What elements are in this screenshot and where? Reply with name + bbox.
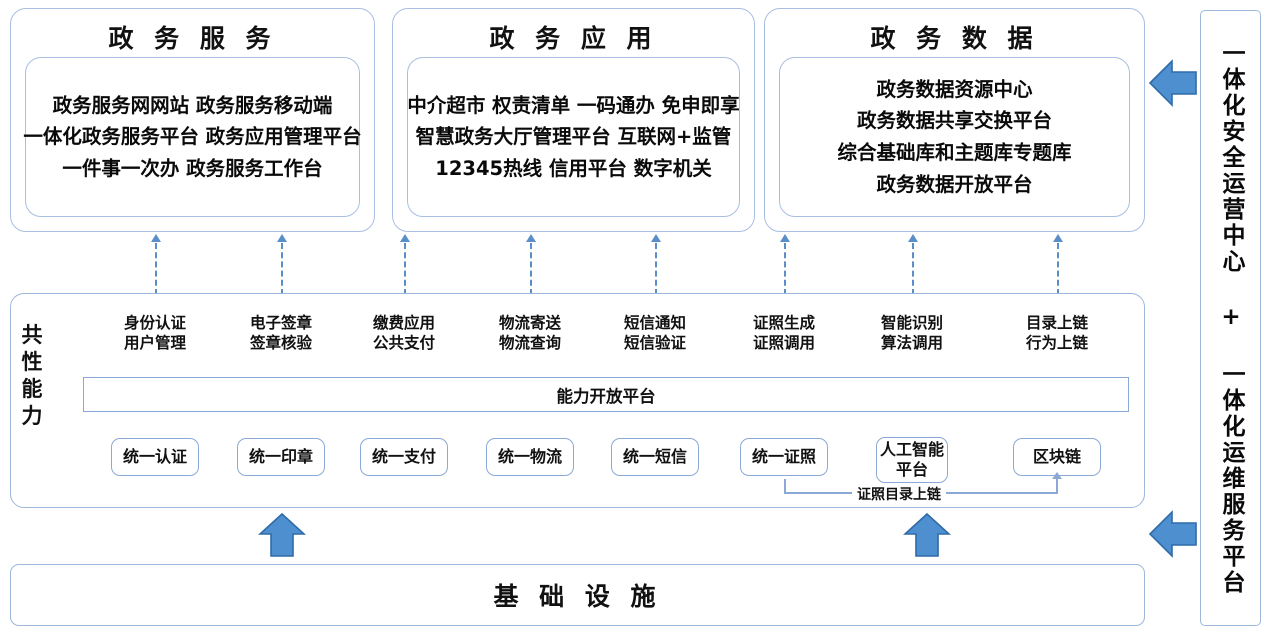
capability-box-label: 统一证照 bbox=[751, 447, 816, 467]
infrastructure-label: 基 础 设 施 bbox=[493, 582, 662, 611]
common-capability-label: 共性能力 bbox=[21, 323, 43, 428]
capability-column-head-line: 短信通知 bbox=[623, 314, 687, 332]
capability-box-label: 统一短信 bbox=[622, 447, 687, 467]
capability-column-head-line: 用户管理 bbox=[123, 334, 187, 353]
dashed-up-arrow-icon bbox=[651, 234, 661, 242]
dashed-up-arrow-icon bbox=[404, 243, 406, 295]
dashed-up-arrow-icon bbox=[655, 243, 657, 295]
group-body: 政务数据资源中心 政务数据共享交换平台 综合基础库和主题库专题库 政务数据开放平… bbox=[779, 57, 1130, 217]
fat-left-arrow-icon bbox=[1148, 510, 1197, 558]
fat-left-arrow-icon bbox=[1148, 59, 1197, 107]
dashed-up-arrow-icon bbox=[530, 243, 532, 295]
capability-column-head: 缴费应用公共支付 bbox=[373, 313, 435, 353]
group-body: 中介超市 权责清单 一码通办 免申即享 智慧政务大厅管理平台 互联网+监管 12… bbox=[407, 57, 740, 217]
capability-box-label: 统一认证 bbox=[122, 447, 187, 467]
group-government-application: 政 务 应 用 中介超市 权责清单 一码通办 免申即享 智慧政务大厅管理平台 互… bbox=[392, 8, 755, 232]
capability-column-head: 智能识别算法调用 bbox=[881, 313, 943, 353]
group-body: 政务服务网网站 政务服务移动端 一体化政务服务平台 政务应用管理平台 一件事一次… bbox=[23, 57, 362, 217]
group-government-data: 政 务 数 据 政务数据资源中心 政务数据共享交换平台 综合基础库和主题库专题库… bbox=[764, 8, 1145, 232]
capability-box[interactable]: 统一认证 bbox=[111, 438, 199, 476]
fat-up-arrow-icon bbox=[258, 512, 306, 557]
group-item: 综合基础库和主题库专题库 bbox=[837, 141, 1072, 164]
capability-column-head-line: 物流查询 bbox=[498, 334, 562, 353]
capability-column-head-line: 物流寄送 bbox=[498, 314, 562, 332]
dashed-up-arrow-icon bbox=[281, 243, 283, 295]
group-item: 智慧政务大厅管理平台 互联网+监管 bbox=[415, 125, 732, 149]
capability-box[interactable]: 统一印章 bbox=[237, 438, 325, 476]
group-item: 中介超市 权责清单 一码通办 免申即享 bbox=[407, 93, 740, 117]
capability-column-head-line: 公共支付 bbox=[372, 334, 436, 353]
capability-box-label: 统一印章 bbox=[248, 447, 313, 467]
group-item: 一体化政务服务平台 政务应用管理平台 bbox=[23, 125, 362, 149]
dashed-up-arrow-icon bbox=[780, 234, 790, 242]
capability-box[interactable]: 统一物流 bbox=[486, 438, 574, 476]
connector-arrow-icon bbox=[1052, 472, 1062, 479]
infrastructure-panel: 基 础 设 施 bbox=[10, 564, 1145, 626]
capability-column-head-line: 目录上链 bbox=[1025, 314, 1089, 332]
capability-box[interactable]: 人工智能平台 bbox=[876, 437, 948, 483]
capability-column-head: 电子签章签章核验 bbox=[250, 313, 312, 353]
group-title: 政 务 应 用 bbox=[489, 24, 658, 53]
capability-column-head-line: 证照调用 bbox=[752, 334, 816, 353]
capability-column-head: 证照生成证照调用 bbox=[753, 313, 815, 353]
dashed-up-arrow-icon bbox=[400, 234, 410, 242]
capability-column-head-line: 短信验证 bbox=[623, 334, 687, 353]
group-government-service: 政 务 服 务 政务服务网网站 政务服务移动端 一体化政务服务平台 政务应用管理… bbox=[10, 8, 375, 232]
capability-column-head: 目录上链行为上链 bbox=[1026, 313, 1088, 353]
capability-box-label: 人工智能 bbox=[879, 440, 944, 460]
group-title: 政 务 服 务 bbox=[108, 24, 277, 53]
capability-column-head-line: 身份认证 bbox=[123, 314, 187, 332]
security-operation-sidebar-label: 一体化安全运营中心 + 一体化运维服务平台 bbox=[1218, 40, 1244, 596]
capability-box[interactable]: 统一证照 bbox=[740, 438, 828, 476]
fat-up-arrow-icon bbox=[903, 512, 951, 557]
open-capability-platform-bar: 能力开放平台 bbox=[83, 377, 1129, 412]
group-item: 政务数据资源中心 bbox=[876, 77, 1033, 101]
capability-column-head: 身份认证用户管理 bbox=[124, 313, 186, 353]
capability-box-label: 统一物流 bbox=[497, 447, 562, 467]
group-item: 政务数据共享交换平台 bbox=[856, 109, 1052, 133]
dashed-up-arrow-icon bbox=[1057, 243, 1059, 295]
dashed-up-arrow-icon bbox=[277, 234, 287, 242]
group-item: 政务服务网网站 政务服务移动端 bbox=[52, 93, 333, 117]
capability-box[interactable]: 统一短信 bbox=[611, 438, 699, 476]
capability-column-head-line: 行为上链 bbox=[1025, 334, 1089, 353]
connector-segment-down bbox=[784, 479, 786, 494]
dashed-up-arrow-icon bbox=[784, 243, 786, 295]
capability-column-head-line: 签章核验 bbox=[249, 334, 313, 353]
connector-segment-up bbox=[1056, 479, 1058, 494]
dashed-up-arrow-icon bbox=[912, 243, 914, 295]
dashed-up-arrow-icon bbox=[908, 234, 918, 242]
dashed-up-arrow-icon bbox=[151, 234, 161, 242]
capability-box-label: 区块链 bbox=[1032, 447, 1081, 467]
group-item: 12345热线 信用平台 数字机关 bbox=[435, 156, 712, 180]
capability-column-head-line: 电子签章 bbox=[249, 314, 313, 332]
capability-column-head: 物流寄送物流查询 bbox=[499, 313, 561, 353]
capability-column-head-line: 缴费应用 bbox=[372, 314, 436, 332]
group-item: 政务数据开放平台 bbox=[876, 172, 1033, 196]
capability-box[interactable]: 统一支付 bbox=[360, 438, 448, 476]
capability-box-label: 平台 bbox=[895, 460, 928, 479]
security-operation-sidebar: 一体化安全运营中心 + 一体化运维服务平台 bbox=[1200, 10, 1261, 626]
group-item: 一件事一次办 政务服务工作台 bbox=[62, 156, 323, 180]
capability-column-head-line: 算法调用 bbox=[880, 334, 944, 353]
dashed-up-arrow-icon bbox=[526, 234, 536, 242]
capability-box[interactable]: 区块链 bbox=[1013, 438, 1101, 476]
dashed-up-arrow-icon bbox=[155, 243, 157, 295]
capability-column-head-line: 智能识别 bbox=[880, 314, 944, 332]
dashed-up-arrow-icon bbox=[1053, 234, 1063, 242]
open-capability-platform-label: 能力开放平台 bbox=[550, 382, 662, 407]
capability-box-label: 统一支付 bbox=[371, 447, 436, 467]
capability-column-head-line: 证照生成 bbox=[752, 314, 816, 332]
connector-label: 证照目录上链 bbox=[852, 484, 946, 504]
group-title: 政 务 数 据 bbox=[870, 24, 1039, 53]
capability-column-head: 短信通知短信验证 bbox=[624, 313, 686, 353]
